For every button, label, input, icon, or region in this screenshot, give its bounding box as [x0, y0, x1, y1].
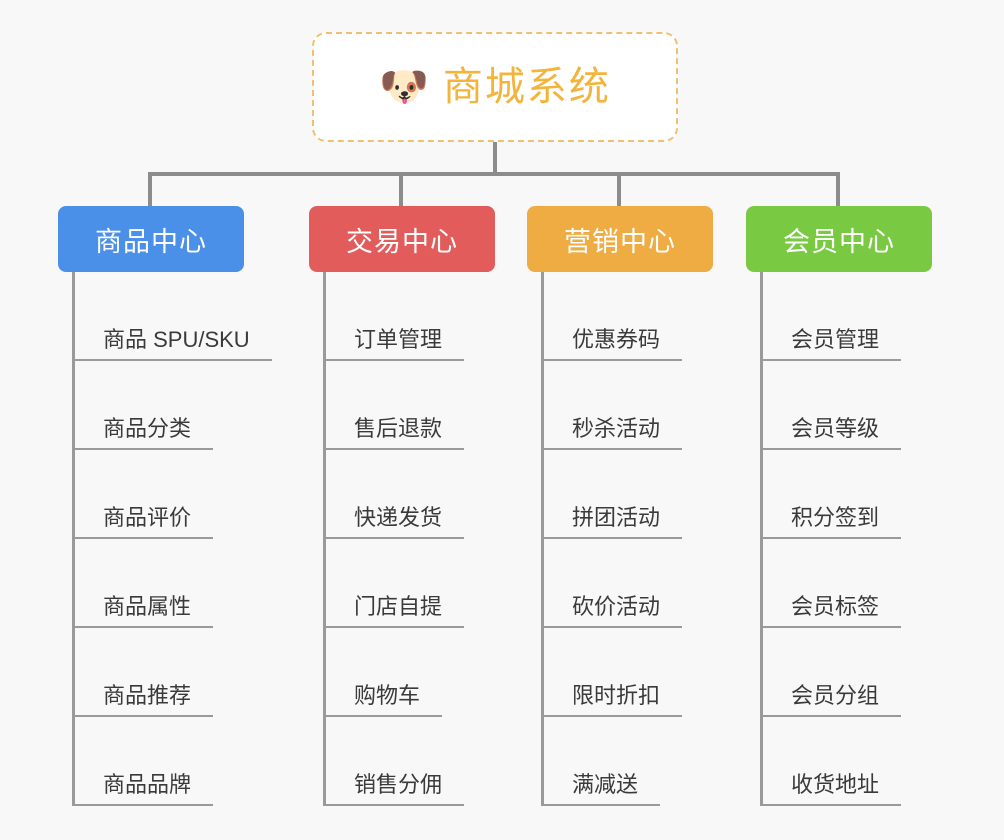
list-item[interactable]: 商品品牌	[75, 717, 278, 806]
list-item[interactable]: 商品评价	[75, 450, 278, 539]
leaf-label: 门店自提	[326, 593, 465, 628]
list-item[interactable]: 购物车	[326, 628, 514, 717]
leaf-label: 销售分佣	[326, 771, 465, 806]
list-item[interactable]: 拼团活动	[544, 450, 727, 539]
connector-drop-1	[148, 172, 152, 208]
shiba-dog-face-icon: 🐶	[379, 65, 429, 109]
leaf-label: 限时折扣	[544, 682, 683, 717]
category-column-trade: 交易中心 订单管理 售后退款 快递发货 门店自提 购物车 销售分佣	[309, 206, 514, 806]
leaf-label: 商品 SPU/SKU	[75, 326, 272, 361]
leaf-label: 收货地址	[763, 771, 902, 806]
leaf-label: 商品属性	[75, 593, 214, 628]
list-item[interactable]: 满减送	[544, 717, 727, 806]
list-item[interactable]: 售后退款	[326, 361, 514, 450]
list-item[interactable]: 会员标签	[763, 539, 946, 628]
leaf-label: 积分签到	[763, 504, 902, 539]
list-item[interactable]: 销售分佣	[326, 717, 514, 806]
list-item[interactable]: 商品 SPU/SKU	[75, 272, 278, 361]
category-column-member: 会员中心 会员管理 会员等级 积分签到 会员标签 会员分组 收货地址	[746, 206, 946, 806]
list-item[interactable]: 订单管理	[326, 272, 514, 361]
list-item[interactable]: 商品属性	[75, 539, 278, 628]
list-item[interactable]: 砍价活动	[544, 539, 727, 628]
category-header-member[interactable]: 会员中心	[746, 206, 932, 272]
list-item[interactable]: 秒杀活动	[544, 361, 727, 450]
leaf-label: 商品分类	[75, 415, 214, 450]
leaf-list-marketing: 优惠券码 秒杀活动 拼团活动 砍价活动 限时折扣 满减送	[541, 272, 727, 806]
leaf-label: 会员标签	[763, 593, 902, 628]
connector-drop-4	[836, 172, 840, 208]
leaf-label: 满减送	[544, 771, 661, 806]
leaf-label: 会员分组	[763, 682, 902, 717]
list-item[interactable]: 商品推荐	[75, 628, 278, 717]
leaf-label: 会员管理	[763, 326, 902, 361]
list-item[interactable]: 门店自提	[326, 539, 514, 628]
list-item[interactable]: 优惠券码	[544, 272, 727, 361]
category-column-product: 商品中心 商品 SPU/SKU 商品分类 商品评价 商品属性 商品推荐 商品品牌	[58, 206, 278, 806]
list-item[interactable]: 商品分类	[75, 361, 278, 450]
list-item[interactable]: 会员等级	[763, 361, 946, 450]
list-item[interactable]: 会员分组	[763, 628, 946, 717]
leaf-label: 商品推荐	[75, 682, 214, 717]
leaf-label: 砍价活动	[544, 593, 683, 628]
connector-horizontal-bus	[148, 172, 836, 176]
leaf-label: 优惠券码	[544, 326, 683, 361]
list-item[interactable]: 限时折扣	[544, 628, 727, 717]
connector-root-stem	[493, 142, 497, 174]
root-node[interactable]: 🐶 商城系统	[312, 32, 678, 142]
list-item[interactable]: 积分签到	[763, 450, 946, 539]
list-item[interactable]: 收货地址	[763, 717, 946, 806]
leaf-list-product: 商品 SPU/SKU 商品分类 商品评价 商品属性 商品推荐 商品品牌	[72, 272, 278, 806]
list-item[interactable]: 会员管理	[763, 272, 946, 361]
leaf-label: 拼团活动	[544, 504, 683, 539]
category-column-marketing: 营销中心 优惠券码 秒杀活动 拼团活动 砍价活动 限时折扣 满减送	[527, 206, 727, 806]
leaf-label: 商品评价	[75, 504, 214, 539]
leaf-list-trade: 订单管理 售后退款 快递发货 门店自提 购物车 销售分佣	[323, 272, 514, 806]
category-header-product[interactable]: 商品中心	[58, 206, 244, 272]
root-title: 商城系统	[442, 65, 611, 109]
category-header-trade[interactable]: 交易中心	[309, 206, 495, 272]
leaf-label: 商品品牌	[75, 771, 214, 806]
leaf-label: 订单管理	[326, 326, 465, 361]
leaf-label: 购物车	[326, 682, 443, 717]
leaf-label: 快递发货	[326, 504, 465, 539]
leaf-label: 售后退款	[326, 415, 465, 450]
leaf-label: 会员等级	[763, 415, 902, 450]
connector-drop-3	[617, 172, 621, 208]
connector-drop-2	[399, 172, 403, 208]
leaf-label: 秒杀活动	[544, 415, 683, 450]
category-header-marketing[interactable]: 营销中心	[527, 206, 713, 272]
leaf-list-member: 会员管理 会员等级 积分签到 会员标签 会员分组 收货地址	[760, 272, 946, 806]
list-item[interactable]: 快递发货	[326, 450, 514, 539]
